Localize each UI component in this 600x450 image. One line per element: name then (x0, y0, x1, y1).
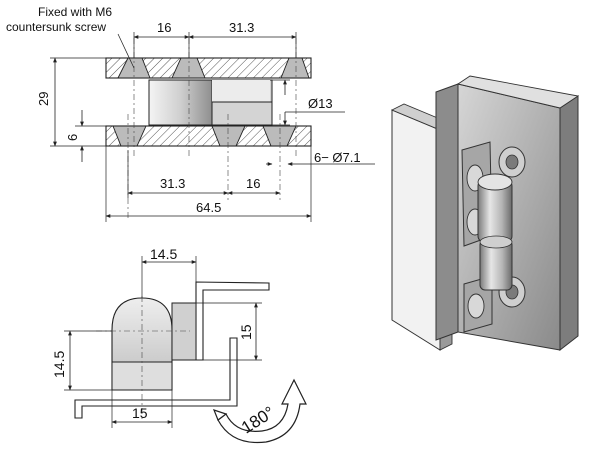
side-dim-left: 14.5 (51, 351, 67, 378)
side-leaf-lower (74, 337, 238, 419)
hinge-3d-view (390, 75, 580, 352)
side-view: 14.5 15 14.5 15 180° (51, 246, 307, 444)
countersink-4 (112, 125, 147, 147)
note-line-1: Fixed with M6 (38, 5, 112, 19)
countersink-2 (171, 57, 206, 79)
leaf-right-3d (435, 83, 459, 341)
dim-height: 29 (36, 92, 51, 106)
dim-plate-thickness: 6 (65, 134, 80, 141)
leaf-left-3d (391, 109, 441, 351)
side-dim-top: 14.5 (150, 246, 177, 262)
dim-top-hole-spacing: 16 (157, 20, 171, 35)
side-dim-bottom: 15 (132, 405, 148, 421)
rotation-arrow-icon (212, 378, 307, 444)
top-plate (105, 57, 312, 79)
dim-overall-width: 64.5 (196, 200, 221, 215)
dim-bottom-spacing: 16 (246, 176, 260, 191)
section-view: Fixed with M6 countersunk screw 16 31.3 … (6, 5, 375, 222)
note-line-2: countersunk screw (6, 20, 106, 34)
countersink-3 (280, 57, 310, 79)
dim-pin-diameter: Ø13 (308, 96, 333, 111)
countersink-5 (211, 125, 246, 147)
countersink-6 (262, 125, 297, 147)
side-dim-right: 15 (238, 324, 254, 340)
dim-bottom-left: 31.3 (160, 176, 185, 191)
dim-top-right: 31.3 (229, 20, 254, 35)
dim-holes: 6− Ø7.1 (314, 150, 361, 165)
knuckle-left (148, 79, 213, 126)
bottom-plate (105, 125, 312, 147)
side-block (171, 302, 197, 361)
